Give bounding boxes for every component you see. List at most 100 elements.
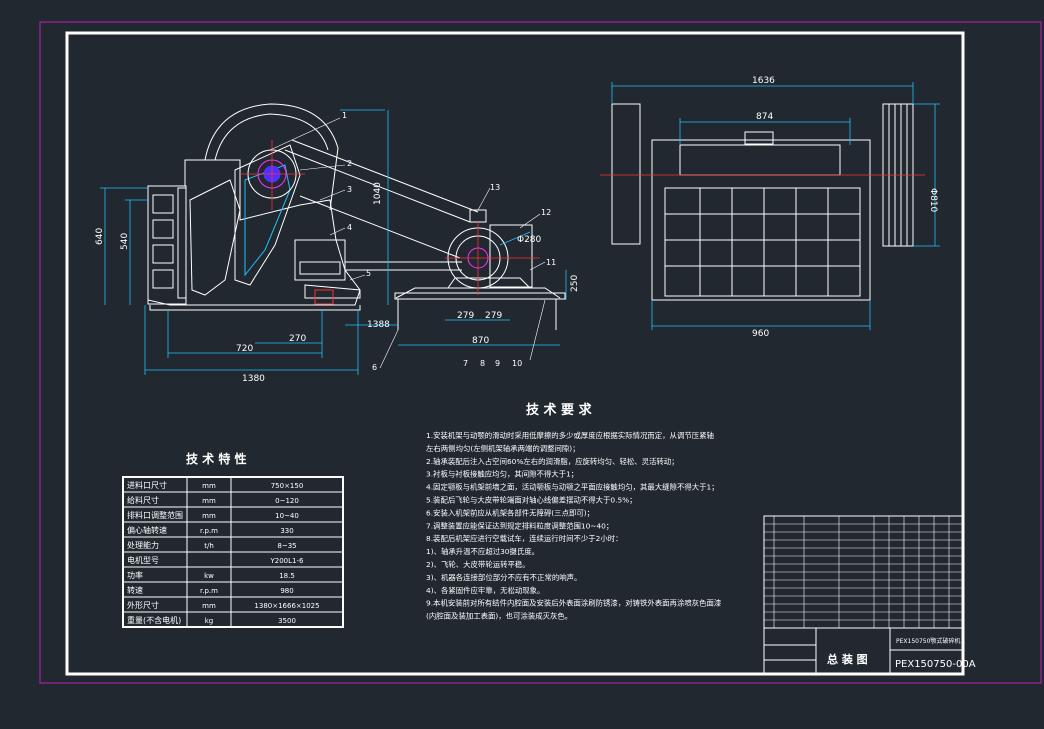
dim-279b: 279 — [485, 311, 502, 321]
spec-label: 电机型号 — [127, 555, 159, 565]
callout-2: 2 — [347, 159, 352, 168]
v-belt — [284, 149, 471, 223]
dim-540: 540 — [120, 233, 130, 250]
title-block-upper-label: PEX150750颚式破碎机 — [896, 637, 960, 645]
dimension-texts: 1040 640 540 720 270 1380 1388 279 279 8… — [95, 76, 938, 384]
spec-label: 进料口尺寸 — [127, 480, 167, 490]
callout-9: 9 — [495, 359, 500, 368]
tech-req-line: 1.安装机架与动颚的滑动时采用低摩擦的多少或厚度应根据实际情况而定，从调节压紧轴 — [426, 431, 714, 440]
dim-720: 720 — [236, 344, 253, 354]
tech-specs-title: 技 术 特 性 — [186, 451, 247, 466]
spec-unit: kw — [204, 572, 214, 580]
tech-req-line: 7.调整装置应能保证达到规定排料粒度调整范围10~40； — [426, 521, 613, 530]
front-dimensions — [100, 109, 567, 375]
drawing-name: 总 装 图 — [827, 652, 868, 666]
dim-960: 960 — [752, 329, 769, 339]
tech-specs-table: 进料口尺寸 mm 750×150 给料尺寸 mm 0~120 排料口调整范围 mm 10~40 偏… — [122, 476, 344, 628]
bom-grid — [764, 516, 963, 629]
dim-1388: 1388 — [367, 320, 390, 330]
front-center-lines — [240, 140, 540, 295]
dim-1636: 1636 — [752, 76, 775, 86]
tech-req-title: 技 术 要 求 — [526, 402, 593, 418]
tech-req-line: 4.固定颚板与机架前墙之面，活动颚板与动颚之平面应接触均匀，其最大缝隙不得大于1… — [426, 483, 719, 492]
spec-label: 处理能力 — [127, 540, 159, 550]
spec-unit: kg — [205, 617, 214, 625]
callout-numbers: 1 2 3 4 5 6 7 8 9 10 11 12 13 — [342, 111, 556, 372]
tech-req-line: 6.安装入机架前应从机架各部件无障碍(三点即可)； — [426, 508, 594, 517]
spec-unit: mm — [202, 482, 216, 490]
spec-label: 给料尺寸 — [127, 495, 159, 505]
drawing-number: PEX150750-00A — [895, 659, 976, 670]
side-view — [611, 103, 914, 301]
callout-10: 10 — [512, 359, 522, 368]
callout-4: 4 — [347, 223, 352, 232]
drawing-frame — [65, 31, 965, 676]
dim-250: 250 — [570, 275, 580, 292]
frame-side — [651, 139, 871, 301]
dim-1040: 1040 — [373, 182, 383, 205]
callout-leaders — [269, 117, 546, 369]
spec-value: 1380×1666×1025 — [254, 602, 319, 610]
motor-base — [394, 292, 566, 300]
spec-unit: t/h — [204, 542, 214, 550]
spec-value: Y200L1-6 — [270, 557, 305, 565]
crusher-frame — [147, 159, 361, 306]
tech-req-line: 左右两侧均匀(左侧机架轴承两端的调整间隙)； — [426, 444, 580, 453]
spec-label: 偏心轴转速 — [127, 525, 167, 535]
outer-sheet-border — [39, 21, 1042, 684]
dim-phi280: Φ280 — [517, 235, 542, 245]
spec-unit: mm — [202, 512, 216, 520]
tech-requirements-list: 1.安装机架与动颚的滑动时采用低摩擦的多少或厚度应根据实际情况而定，从调节压紧轴… — [426, 431, 722, 621]
spec-value: 3500 — [278, 617, 296, 625]
tech-req-line: 2.轴承装配后注入占空间60%左右的润滑脂，应旋转均匀、轻松、灵活转动； — [426, 457, 679, 466]
dim-870: 870 — [472, 336, 489, 346]
tech-req-line: 2)、飞轮、大皮带轮运转平稳。 — [426, 560, 530, 569]
flywheel-outline — [204, 103, 339, 211]
callout-7: 7 — [463, 359, 468, 368]
tech-req-line: (内腔面及装加工表面)，也可涂装成灭灰色。 — [426, 612, 572, 621]
spec-unit: mm — [202, 497, 216, 505]
callout-3: 3 — [347, 185, 352, 194]
left-flywheel — [611, 103, 641, 245]
dim-874: 874 — [756, 112, 773, 122]
tech-req-line: 9.本机安装前对所有结件内腔面及安装后外表面涂刷防锈漆，对铸铁外表面再涂喷灰色面… — [426, 599, 722, 608]
callout-11: 11 — [546, 258, 556, 267]
callout-1: 1 — [342, 111, 347, 120]
spec-value: 980 — [280, 587, 293, 595]
spec-value: 10~40 — [275, 512, 299, 520]
spec-value: 750×150 — [271, 482, 304, 490]
spec-unit: mm — [202, 602, 216, 610]
title-block — [763, 515, 964, 675]
dim-279a: 279 — [457, 311, 474, 321]
spec-label: 排料口调整范围 — [127, 510, 183, 520]
callout-12: 12 — [541, 208, 551, 217]
spec-unit: r.p.m — [200, 527, 218, 535]
callout-5: 5 — [366, 269, 371, 278]
spec-unit: r.p.m — [200, 587, 218, 595]
tech-req-line: 1)、轴承升温不应超过30摄氏度。 — [426, 547, 539, 556]
spec-label: 外形尺寸 — [127, 600, 159, 610]
callout-6: 6 — [372, 363, 377, 372]
tech-req-line: 5.装配后飞轮与大皮带轮端面对轴心线偏差摆动不得大于0.5%； — [426, 496, 637, 505]
tech-req-line: 3.衬板与衬板接触应均匀，其间隙不得大于1； — [426, 470, 578, 479]
tech-req-line: 4)、各紧固件应牢靠，无松动现象。 — [426, 586, 544, 595]
jaw-plate — [189, 179, 241, 296]
spec-label: 功率 — [127, 570, 143, 580]
spec-value: 0~120 — [275, 497, 299, 505]
dim-phi810: Φ810 — [928, 188, 938, 213]
spec-label: 转速 — [127, 585, 143, 595]
spec-value: 330 — [280, 527, 293, 535]
tech-req-line: 8.装配后机架应进行空载试车，连续运行时间不少于2小时： — [426, 534, 623, 543]
callout-8: 8 — [480, 359, 485, 368]
front-view — [147, 103, 566, 330]
tech-req-line: 3)、机器各连接部位部分不应有不正常的响声。 — [426, 573, 581, 582]
callout-13: 13 — [490, 183, 500, 192]
dim-1380: 1380 — [242, 374, 265, 384]
spec-value: 18.5 — [279, 572, 295, 580]
side-dimensions — [611, 82, 940, 330]
dim-640: 640 — [95, 228, 105, 245]
motor-body — [489, 224, 533, 288]
spec-value: 8~35 — [277, 542, 296, 550]
dim-270: 270 — [289, 334, 306, 344]
